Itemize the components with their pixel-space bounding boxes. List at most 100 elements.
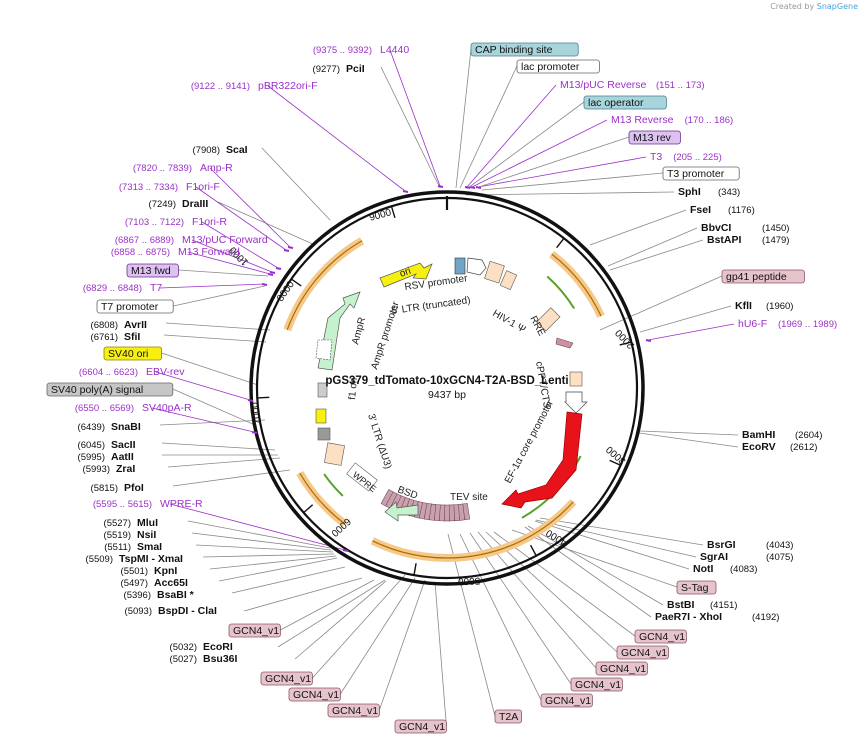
feature-label-gcn4-v1[interactable]: GCN4_v1 [616, 645, 669, 660]
primer-name: M13 Forward [178, 246, 240, 258]
enzyme-site-smai[interactable]: (5511)SmaI [104, 541, 162, 553]
primer-wpre-r[interactable]: (5595 .. 5615)WPRE-R [93, 498, 349, 552]
primer-m13-forward[interactable]: (6858 .. 6875)M13 Forward [111, 246, 274, 276]
enzyme-site-bspdi[interactable]: (5093)BspDI - ClaI [125, 605, 217, 617]
enzyme-site-bstapi[interactable]: BstAPI(1479) [707, 234, 789, 246]
leader-line [209, 555, 337, 570]
leader-line [202, 553, 335, 558]
enzyme-site-paer7i[interactable]: PaeR7I - XhoI(4192) [655, 611, 779, 623]
feature-label-gcn4-v1[interactable]: GCN4_v1 [327, 703, 380, 718]
site-position: (2612) [790, 442, 817, 453]
primer-ebv-rev[interactable]: (6604 .. 6623)EBV-rev [79, 366, 254, 402]
feature-label-m13-rev[interactable]: M13 rev [628, 130, 681, 145]
feature-label-gcn4-v1[interactable]: GCN4_v1 [288, 687, 341, 702]
enzyme-site-bsabi[interactable]: (5396)BsaBI * [124, 589, 195, 601]
feature-label-sv40-ori[interactable]: SV40 ori [103, 346, 162, 361]
label-box [628, 130, 681, 145]
primer-mark [437, 185, 444, 188]
feature-label-gcn4-v1[interactable]: GCN4_v1 [260, 671, 313, 686]
enzyme-site-zrai[interactable]: (5993)ZraI [83, 463, 136, 475]
enzyme-site-sphi[interactable]: SphI(343) [678, 186, 740, 198]
feature-label-lac-operator[interactable]: lac operator [583, 95, 667, 110]
label-text: lac operator [588, 97, 644, 109]
enzyme-site-pfoi[interactable]: (5815)PfoI [91, 482, 144, 494]
label-text: GCN4_v1 [545, 695, 591, 707]
feature-label-gcn4-v1[interactable]: GCN4_v1 [394, 719, 447, 734]
primer-name: EBV-rev [146, 366, 185, 378]
primer-f1ori-f[interactable]: (7313 .. 7334)F1ori-F [119, 181, 290, 252]
enzyme-site-acc65i[interactable]: (5497)Acc65I [121, 577, 188, 589]
enzyme-site-noti[interactable]: NotI(4083) [693, 563, 757, 575]
feature-label-gcn4-v1[interactable]: GCN4_v1 [634, 629, 687, 644]
feature-label-sv40-poly-a-signal[interactable]: SV40 poly(A) signal [46, 382, 174, 397]
feature-label-t7-promoter[interactable]: T7 promoter [96, 299, 174, 314]
primer-l4440[interactable]: (9375 .. 9392)L4440 [313, 44, 444, 188]
enzyme-site-pcii[interactable]: (9277)PciI [313, 63, 365, 75]
enzyme-site-kfli[interactable]: KflI(1960) [735, 300, 793, 312]
feature-label-s-tag[interactable]: S-Tag [676, 580, 717, 595]
enzyme-site-mlui[interactable]: (5527)MluI [104, 517, 159, 529]
primer-t3[interactable]: T3(205 .. 225) [475, 151, 722, 189]
primer-mark [269, 271, 276, 274]
primer-hu6-f[interactable]: hU6-F(1969 .. 1989) [645, 318, 837, 342]
site-position: (5497) [121, 578, 148, 589]
feature-label-gcn4-v1[interactable]: GCN4_v1 [595, 661, 648, 676]
enzyme-site-sgrai[interactable]: SgrAI(4075) [700, 551, 793, 563]
primer-range: (7313 .. 7334) [119, 182, 178, 193]
site-name: KflI [735, 300, 752, 312]
label-box [494, 709, 523, 724]
primer-m13-reverse[interactable]: M13 Reverse(170 .. 186) [469, 114, 733, 189]
enzyme-site-bsu36i[interactable]: (5027)Bsu36I [170, 653, 238, 665]
enzyme-site-fsei[interactable]: FseI(1176) [690, 204, 755, 216]
leader-line [195, 544, 334, 553]
primer-m13-puc-forward[interactable]: (6867 .. 6889)M13/pUC Forward [115, 234, 276, 274]
feature-label-gcn4-v1[interactable]: GCN4_v1 [540, 693, 593, 708]
enzyme-site-tspmi[interactable]: (5509)TspMI - XmaI [86, 553, 184, 565]
feature-label-gcn4-v1[interactable]: GCN4_v1 [228, 623, 281, 638]
feature-label-m13-fwd[interactable]: M13 fwd [126, 263, 179, 278]
primer-pbr322ori-f[interactable]: (9122 .. 9141)pBR322ori-F [191, 80, 409, 193]
enzyme-site-avrii[interactable]: (6808)AvrII [91, 319, 148, 331]
leader-line [639, 430, 739, 436]
enzyme-site-bbvci[interactable]: BbvCI(1450) [701, 222, 789, 234]
site-name: SacII [111, 439, 136, 451]
enzyme-site-bsrgi[interactable]: BsrGI(4043) [707, 539, 793, 551]
feature-label-lac-promoter[interactable]: lac promoter [516, 59, 600, 74]
enzyme-site-scai[interactable]: (7908)ScaI [193, 144, 248, 156]
enzyme-site-aatii[interactable]: (5995)AatII [78, 451, 134, 463]
label-box [516, 59, 600, 74]
primer-sv40pa-r[interactable]: (6550 .. 6569)SV40pA-R [75, 402, 258, 434]
label-box [540, 693, 593, 708]
primer-amp-r[interactable]: (7820 .. 7839)Amp-R [133, 162, 294, 249]
primer-mark [247, 399, 254, 402]
enzyme-site-snabi[interactable]: (6439)SnaBI [78, 421, 141, 433]
enzyme-site-ecori[interactable]: (5032)EcoRI [170, 641, 233, 653]
feature-label-t2a[interactable]: T2A [494, 709, 523, 724]
feature-label-cap-binding-site[interactable]: CAP binding site [470, 42, 579, 57]
enzyme-site-draiii[interactable]: (7249)DraIII [149, 198, 209, 210]
enzyme-site-ecorv[interactable]: EcoRV(2612) [742, 441, 817, 453]
feature-label-gcn4-v1[interactable]: GCN4_v1 [570, 677, 623, 692]
primer-f1ori-r[interactable]: (7103 .. 7122)F1ori-R [125, 216, 282, 270]
label-text: CAP binding site [475, 44, 553, 56]
enzyme-site-nsii[interactable]: (5519)NsiI [104, 529, 157, 541]
label-text: GCN4_v1 [639, 631, 685, 643]
enzyme-site-kpni[interactable]: (5501)KpnI [121, 565, 178, 577]
primer-m13-puc-reverse[interactable]: M13/pUC Reverse(151 .. 173) [464, 79, 705, 189]
feature-label-t3-promoter[interactable]: T3 promoter [662, 166, 740, 181]
enzyme-site-sfii[interactable]: (6761)SfiI [91, 331, 141, 343]
site-position: (5995) [78, 452, 105, 463]
label-text: M13 fwd [131, 265, 171, 277]
site-name: NotI [693, 563, 713, 575]
feature-label-gp41-peptide[interactable]: gp41 peptide [721, 269, 805, 284]
primer-t7[interactable]: (6829 .. 6848)T7 [83, 282, 268, 294]
site-name: PfoI [124, 482, 144, 494]
leader-line [151, 407, 255, 433]
gp41-mark [555, 337, 574, 349]
enzyme-site-bamhi[interactable]: BamHI(2604) [742, 429, 822, 441]
enzyme-site-bstbi[interactable]: BstBI(4151) [667, 599, 737, 611]
leader-line [195, 186, 287, 251]
label-text: GCN4_v1 [332, 705, 378, 717]
enzyme-site-sacii[interactable]: (6045)SacII [78, 439, 136, 451]
leader-line [277, 579, 386, 648]
